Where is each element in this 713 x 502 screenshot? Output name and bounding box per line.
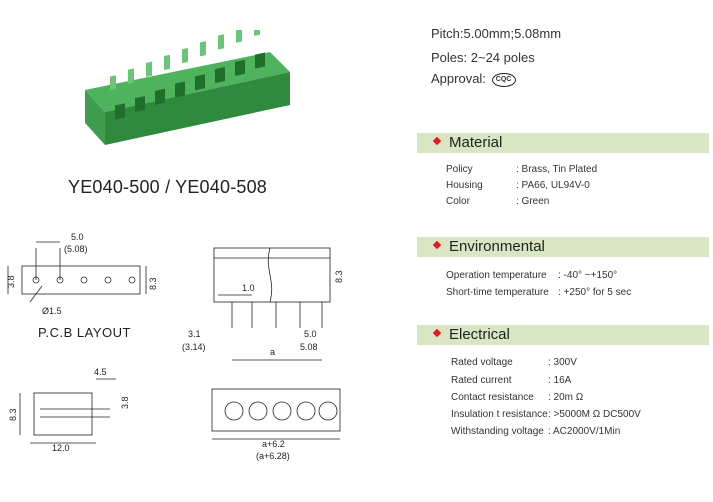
environmental-row: Operation temperature: -40° ~+150°: [446, 270, 618, 281]
dim-a62: a+6.2: [262, 439, 285, 449]
electrical-row: Rated current: 16A: [451, 375, 572, 386]
dim-pitch-50: 5.0: [304, 329, 317, 339]
environmental-row: Short-time temperature: +250° for 5 sec: [446, 287, 632, 298]
dim-height-83: 8.3: [148, 277, 158, 290]
electrical-row: Withstanding voltage: AC2000V/1Min: [451, 426, 621, 437]
dim-pitch: 5.0: [71, 232, 84, 242]
electrical-title: Electrical: [449, 326, 510, 343]
dim-pitch-508b: 5.08: [300, 342, 318, 352]
dim-height-38b: 3.8: [120, 396, 130, 409]
bullet-icon: [432, 136, 442, 146]
material-section-header: Material: [417, 133, 709, 153]
electrical-row: Rated voltage: 300V: [451, 357, 577, 368]
dim-width-45: 4.5: [94, 367, 107, 377]
dim-a628: (a+6.28): [256, 451, 290, 461]
dim-pin-314: (3.14): [182, 342, 206, 352]
bullet-icon: [432, 240, 442, 250]
dim-a: a: [270, 347, 275, 357]
environmental-section-header: Environmental: [417, 237, 709, 257]
pcb-layout-drawing: 5.0 (5.08) 3.8 8.3 Ø1.5: [6, 232, 158, 316]
dim-height-83b: 8.3: [8, 408, 18, 421]
front-view-drawing: 1.0 3.1 (3.14) a 5.0 5.08 8.3: [182, 247, 344, 361]
model-number: YE040-500 / YE040-508: [68, 177, 268, 197]
approval-label: Approval:: [431, 71, 486, 86]
terminal-block-image: [85, 30, 290, 145]
dim-width-120: 12.0: [52, 443, 70, 453]
electrical-section-header: Electrical: [417, 325, 709, 345]
dim-pitch-508: (5.08): [64, 244, 88, 254]
approval-spec: Approval: CQC: [431, 71, 516, 87]
material-title: Material: [449, 134, 503, 151]
electrical-row: Insulation t resistance: >5000M Ω DC500V: [451, 409, 641, 420]
pcb-layout-label: P.C.B LAYOUT: [38, 325, 131, 340]
bottom-view-drawing: a+6.2 (a+6.28): [211, 388, 341, 461]
material-row: Housing: PA66, UL94V-0: [446, 180, 590, 191]
poles-spec: Poles: 2~24 poles: [431, 50, 535, 65]
product-photo: [85, 30, 290, 145]
pitch-spec: Pitch:5.00mm;5.08mm: [431, 26, 562, 41]
dim-pin-31: 3.1: [188, 329, 201, 339]
electrical-row: Contact resistance: 20m Ω: [451, 392, 584, 403]
cqc-mark-icon: CQC: [491, 72, 516, 87]
dim-height-38: 3.8: [6, 275, 16, 288]
side-view-drawing: 4.5 3.8 8.3 12.0: [8, 367, 130, 453]
material-row: Color: Green: [446, 196, 550, 207]
dim-width-10: 1.0: [242, 283, 255, 293]
material-row: Policy: Brass, Tin Plated: [446, 164, 598, 175]
bullet-icon: [432, 328, 442, 338]
dim-height-83-front: 8.3: [334, 270, 344, 283]
environmental-title: Environmental: [449, 238, 545, 255]
dim-hole: Ø1.5: [42, 306, 62, 316]
